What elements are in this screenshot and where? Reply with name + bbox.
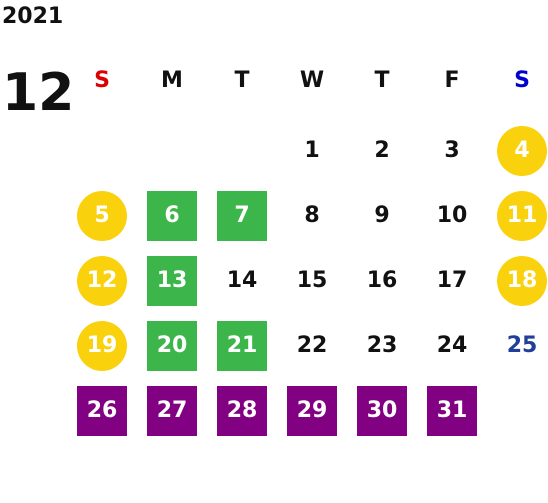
calendar-day-4[interactable]: 4 <box>487 126 548 176</box>
calendar-day-label: 22 <box>296 333 328 358</box>
calendar-day-label: 13 <box>156 268 188 293</box>
calendar-day-label: 21 <box>226 333 258 358</box>
calendar-day-11[interactable]: 11 <box>487 191 548 241</box>
calendar-day-label: 24 <box>436 333 468 358</box>
calendar-day-label: 28 <box>226 398 258 423</box>
weekday-header-monday: M <box>161 68 183 93</box>
calendar-day-14[interactable]: 14 <box>207 256 277 306</box>
calendar-day-6[interactable]: 6 <box>137 191 207 241</box>
calendar-day-2[interactable]: 2 <box>347 126 417 176</box>
calendar-day-label: 11 <box>506 203 538 228</box>
calendar-day-28[interactable]: 28 <box>207 386 277 436</box>
calendar-day-24[interactable]: 24 <box>417 321 487 371</box>
calendar-day-label: 17 <box>436 268 468 293</box>
calendar-day-12[interactable]: 12 <box>67 256 137 306</box>
weekday-header-sunday: S <box>94 68 110 93</box>
calendar-day-16[interactable]: 16 <box>347 256 417 306</box>
calendar-day-20[interactable]: 20 <box>137 321 207 371</box>
weekday-header-thursday: T <box>374 68 390 93</box>
weekday-header-friday: F <box>444 68 460 93</box>
calendar-day-label: 10 <box>436 203 468 228</box>
calendar-day-label: 3 <box>444 138 460 163</box>
calendar-day-label: 29 <box>296 398 328 423</box>
calendar-day-13[interactable]: 13 <box>137 256 207 306</box>
calendar-day-1[interactable]: 1 <box>277 126 347 176</box>
calendar-day-label: 14 <box>226 268 258 293</box>
calendar-day-27[interactable]: 27 <box>137 386 207 436</box>
calendar-day-label: 19 <box>86 333 118 358</box>
month-label: 12 <box>2 63 75 123</box>
calendar-day-label: 15 <box>296 268 328 293</box>
calendar-day-9[interactable]: 9 <box>347 191 417 241</box>
calendar-day-label: 16 <box>366 268 398 293</box>
calendar-day-19[interactable]: 19 <box>67 321 137 371</box>
calendar-day-10[interactable]: 10 <box>417 191 487 241</box>
weekday-header-wednesday: W <box>299 68 325 93</box>
calendar-day-label: 30 <box>366 398 398 423</box>
calendar-day-31[interactable]: 31 <box>417 386 487 436</box>
calendar-day-label: 31 <box>436 398 468 423</box>
calendar-day-label: 8 <box>304 203 320 228</box>
calendar-day-label: 7 <box>234 203 250 228</box>
calendar-day-30[interactable]: 30 <box>347 386 417 436</box>
weekday-header-saturday: S <box>514 68 530 93</box>
calendar-day-18[interactable]: 18 <box>487 256 548 306</box>
calendar-day-3[interactable]: 3 <box>417 126 487 176</box>
calendar-day-label: 23 <box>366 333 398 358</box>
calendar-day-label: 27 <box>156 398 188 423</box>
calendar-day-label: 5 <box>94 203 110 228</box>
calendar-day-5[interactable]: 5 <box>67 191 137 241</box>
calendar-day-label: 2 <box>374 138 390 163</box>
calendar-day-8[interactable]: 8 <box>277 191 347 241</box>
calendar-day-label: 9 <box>374 203 390 228</box>
calendar-day-29[interactable]: 29 <box>277 386 347 436</box>
calendar-day-label: 6 <box>164 203 180 228</box>
calendar-day-22[interactable]: 22 <box>277 321 347 371</box>
calendar-day-label: 20 <box>156 333 188 358</box>
calendar-day-label: 12 <box>86 268 118 293</box>
calendar-day-21[interactable]: 21 <box>207 321 277 371</box>
weekday-header-tuesday: T <box>234 68 250 93</box>
calendar-day-17[interactable]: 17 <box>417 256 487 306</box>
calendar-day-label: 26 <box>86 398 118 423</box>
calendar-day-label: 4 <box>514 138 530 163</box>
calendar-day-26[interactable]: 26 <box>67 386 137 436</box>
calendar-day-15[interactable]: 15 <box>277 256 347 306</box>
calendar-day-label: 18 <box>506 268 538 293</box>
calendar-day-7[interactable]: 7 <box>207 191 277 241</box>
year-label: 2021 <box>2 4 64 29</box>
calendar-day-label: 25 <box>506 333 538 358</box>
calendar-day-label: 1 <box>304 138 320 163</box>
calendar-day-23[interactable]: 23 <box>347 321 417 371</box>
calendar-day-25[interactable]: 25 <box>487 321 548 371</box>
